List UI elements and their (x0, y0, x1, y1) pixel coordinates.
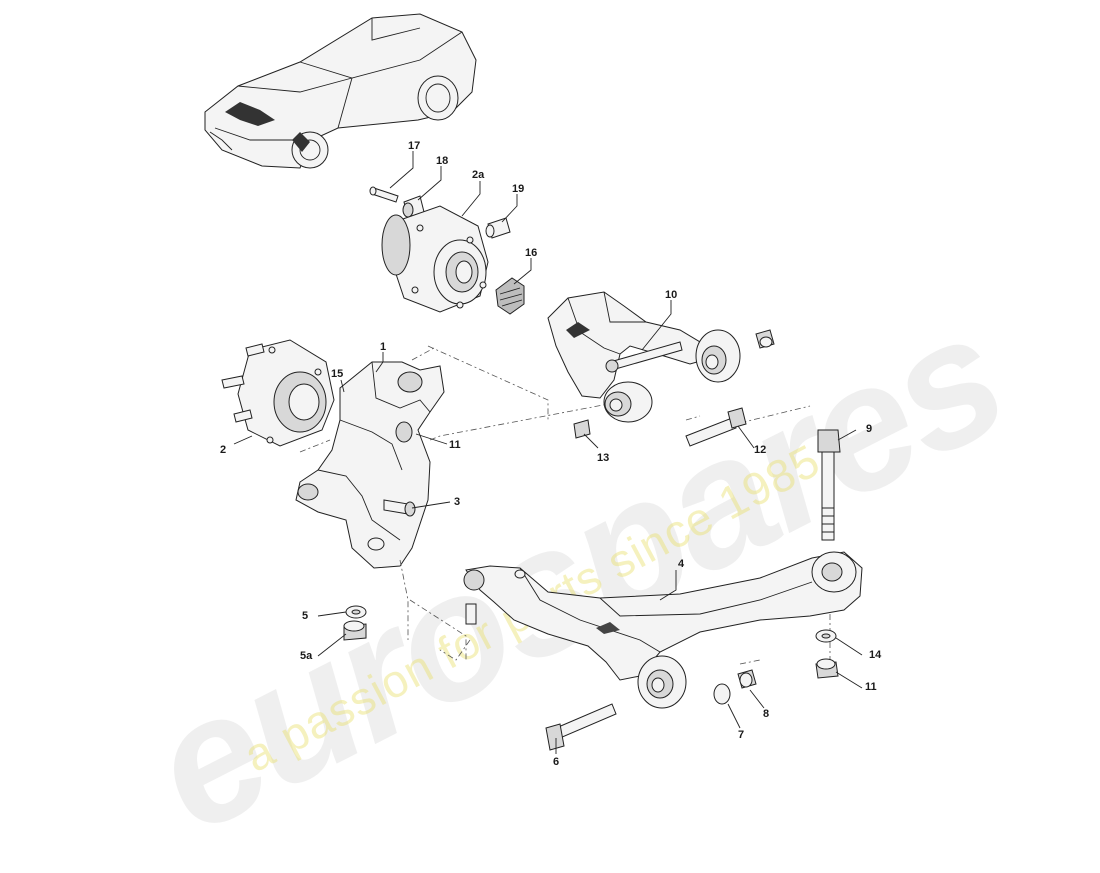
callout-3[interactable]: 3 (454, 496, 461, 508)
callout-17[interactable]: 17 (408, 140, 421, 152)
nut-5a (343, 620, 367, 641)
diagram-drawing (204, 13, 863, 754)
callout-10[interactable]: 10 (665, 289, 678, 301)
callout-5[interactable]: 5 (302, 610, 309, 622)
hub-2a (381, 205, 489, 313)
callout-11-lower[interactable]: 11 (865, 681, 877, 693)
upright-1 (295, 361, 445, 569)
callout-9[interactable]: 9 (866, 423, 873, 435)
lower-wishbone-4 (463, 551, 863, 709)
bolt-17 (369, 186, 399, 203)
callout-15[interactable]: 15 (331, 368, 344, 380)
callout-1[interactable]: 1 (380, 341, 387, 353)
bolt-3 (383, 499, 416, 517)
nut-11-lower (815, 658, 839, 679)
upper-wishbone-10 (547, 291, 741, 423)
callout-16[interactable]: 16 (525, 247, 538, 259)
bolt-12 (685, 407, 747, 447)
bush-14 (815, 629, 837, 643)
bump-stop-16 (495, 277, 525, 315)
nut-upper (755, 329, 775, 349)
callout-4[interactable]: 4 (678, 558, 685, 570)
callout-11-upper[interactable]: 11 (449, 439, 461, 451)
callout-2[interactable]: 2 (220, 444, 227, 456)
car-thumbnail (204, 13, 477, 169)
callout-13[interactable]: 13 (597, 452, 610, 464)
callout-19[interactable]: 19 (512, 183, 525, 195)
callout-18[interactable]: 18 (436, 155, 449, 167)
bolt-19 (485, 217, 511, 239)
hub-2 (221, 339, 335, 447)
callout-5a[interactable]: 5a (300, 650, 313, 662)
nut-13 (573, 419, 591, 439)
washer-7 (713, 683, 731, 705)
callout-2a[interactable]: 2a (472, 169, 485, 181)
callout-12[interactable]: 12 (754, 444, 767, 456)
bolt-6 (545, 703, 617, 751)
callout-6[interactable]: 6 (553, 756, 560, 768)
callout-8[interactable]: 8 (763, 708, 770, 720)
leader-lines (233, 151, 863, 754)
callout-14[interactable]: 14 (869, 649, 882, 661)
bolt-9 (817, 429, 841, 541)
parts-diagram: eurospares a passion for parts since 198… (121, 13, 1031, 870)
washer-5 (345, 605, 367, 619)
nut-8 (737, 669, 757, 689)
callout-7[interactable]: 7 (738, 729, 745, 741)
